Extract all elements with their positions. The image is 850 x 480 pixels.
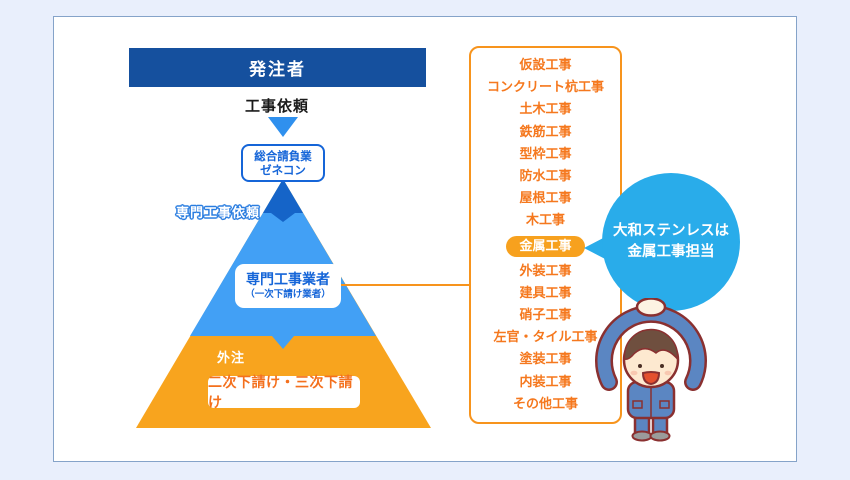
work-type-item: 内装工事 bbox=[519, 374, 572, 390]
work-type-item: 木工事 bbox=[525, 213, 565, 229]
work-type-item: 塗装工事 bbox=[519, 352, 572, 368]
subcontractor-label: 二次下請け・三次下請け bbox=[208, 375, 353, 411]
subcontractor-box: 二次下請け・三次下請け bbox=[208, 375, 360, 411]
work-type-item: 外装工事 bbox=[519, 263, 572, 279]
pyramid-tier-top bbox=[263, 179, 303, 222]
client-label: 発注者 bbox=[249, 60, 306, 80]
work-type-item: コンクリート杭工事 bbox=[486, 80, 604, 96]
specialist-contractor-line2: （一次下請け業者） bbox=[245, 288, 331, 300]
outsourcing-label: 外注 bbox=[217, 351, 246, 366]
worker-hands bbox=[635, 298, 667, 317]
work-type-item: 建具工事 bbox=[519, 285, 572, 301]
worker-blush bbox=[664, 370, 672, 376]
worker-blush bbox=[630, 370, 638, 376]
worker-pocket bbox=[659, 400, 670, 409]
worker-mouth bbox=[641, 371, 661, 386]
client-header-bar: 発注者 bbox=[129, 48, 426, 87]
specialist-contractor-box: 専門工事業者 （一次下請け業者） bbox=[235, 264, 341, 308]
construction-request-label: 工事依頼 bbox=[244, 97, 309, 115]
worker-pocket bbox=[632, 400, 643, 409]
worker-eye bbox=[638, 364, 642, 368]
down-arrow-icon bbox=[268, 117, 298, 137]
speech-bubble-line2: 金属工事担当 bbox=[627, 244, 715, 260]
worker-shoe bbox=[631, 430, 653, 442]
speech-bubble-line1: 大和ステンレスは bbox=[613, 223, 729, 239]
specialist-contractor-line1: 専門工事業者 bbox=[246, 271, 330, 288]
general-contractor-line1: 総合請負業 bbox=[254, 149, 312, 163]
diagram-card: 発注者 工事依頼 総合請負業 ゼネコン 専門工事依頼 専門工事業者 （一次下請け… bbox=[53, 16, 797, 462]
worker-character-illustration bbox=[595, 298, 707, 442]
work-type-item: 土木工事 bbox=[519, 102, 572, 118]
general-contractor-line2: ゼネコン bbox=[260, 163, 306, 177]
work-type-item: 屋根工事 bbox=[519, 191, 572, 207]
worker-eye bbox=[660, 364, 664, 368]
speech-bubble: 大和ステンレスは 金属工事担当 bbox=[602, 173, 740, 311]
connector-line bbox=[339, 284, 469, 286]
work-type-highlighted-pill: 金属工事 bbox=[506, 235, 585, 257]
work-type-item: その他工事 bbox=[512, 396, 578, 412]
work-type-item: 仮設工事 bbox=[519, 58, 572, 73]
work-type-item: 硝子工事 bbox=[519, 308, 572, 324]
work-type-item: 鉄筋工事 bbox=[519, 124, 572, 140]
work-type-item: 型枠工事 bbox=[519, 146, 572, 162]
work-type-item: 左官・タイル工事 bbox=[493, 330, 598, 346]
general-contractor-box: 総合請負業 ゼネコン bbox=[241, 144, 325, 182]
specialist-request-label: 専門工事依頼 bbox=[176, 206, 261, 221]
worker-hair bbox=[623, 328, 679, 361]
worker-shoe bbox=[649, 430, 671, 442]
work-type-item: 防水工事 bbox=[519, 168, 572, 184]
